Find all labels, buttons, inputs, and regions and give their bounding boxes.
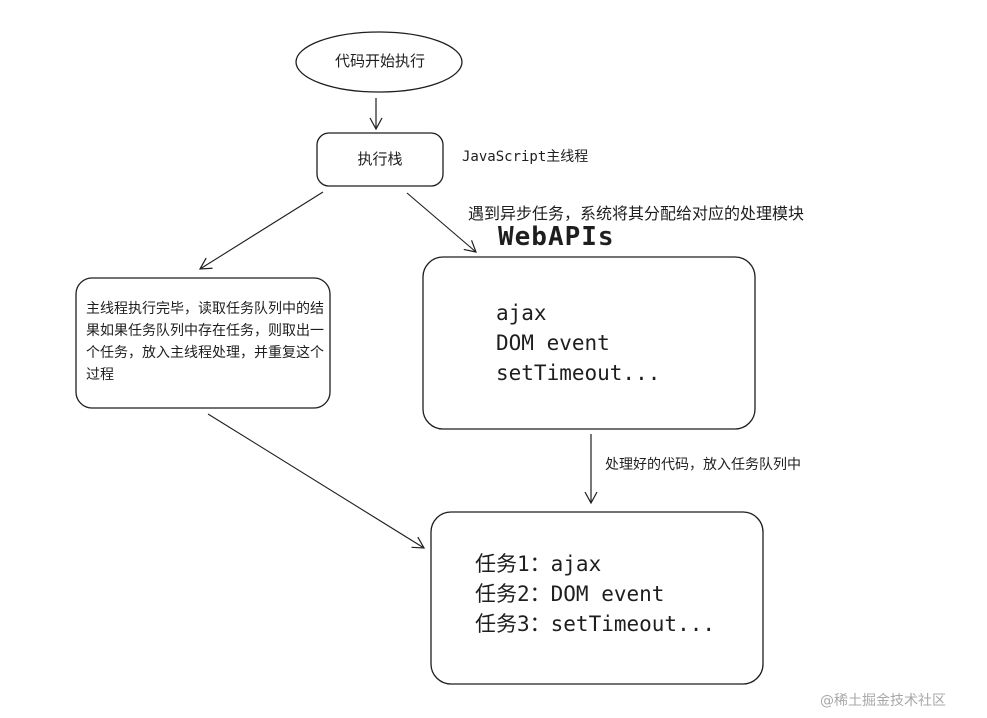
arrow-stack-to-main-thread xyxy=(198,191,324,270)
queue-note: 处理好的代码，放入任务队列中 xyxy=(605,457,801,473)
task-queue-item: 任务2：DOM event xyxy=(475,582,665,606)
webapis-box-shape xyxy=(422,256,756,430)
stack-node-label: 执行栈 xyxy=(357,150,403,168)
task-queue-box-shape xyxy=(430,511,764,685)
start-node-shape xyxy=(295,31,463,93)
js-thread-note: JavaScript主线程 xyxy=(462,149,589,165)
webapis-item: DOM event xyxy=(496,331,610,355)
start-node-label: 代码开始执行 xyxy=(334,52,425,70)
stack-node-shape xyxy=(316,132,444,187)
arrow-main-thread-to-queue xyxy=(207,413,426,549)
task-queue-list: 任务1：ajax 任务2：DOM event 任务3：setTimeout... xyxy=(475,549,715,639)
main-thread-box-text: 主线程执行完毕，读取任务队列中的结果如果任务队列中存在任务，则取出一个任务，放入… xyxy=(86,301,324,383)
task-queue-item: 任务3：setTimeout... xyxy=(475,612,716,636)
main-thread-box-shape xyxy=(75,277,331,409)
dispatch-note: 遇到异步任务，系统将其分配给对应的处理模块 xyxy=(468,204,805,223)
arrow-stack-to-webapis xyxy=(406,192,477,253)
webapis-item: ajax xyxy=(496,301,547,325)
webapis-title: WebAPIs xyxy=(498,222,615,252)
watermark: @稀土掘金技术社区 xyxy=(820,693,946,709)
task-queue-item: 任务1：ajax xyxy=(475,552,602,576)
webapis-item: setTimeout... xyxy=(496,361,661,385)
